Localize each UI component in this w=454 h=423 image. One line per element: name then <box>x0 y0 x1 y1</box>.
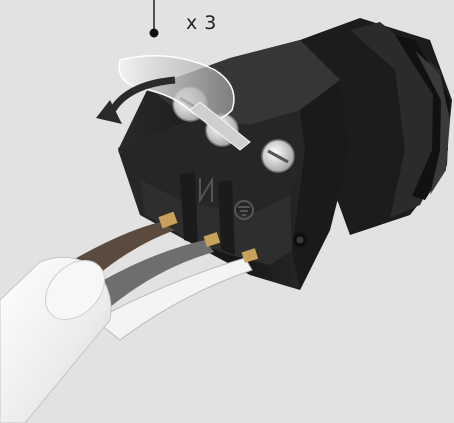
screwdriver <box>118 55 251 151</box>
stripped-conductors <box>158 211 259 263</box>
neutral-symbol-icon <box>199 176 213 204</box>
callout-pointer <box>149 0 159 38</box>
quantity-label: x 3 <box>186 12 217 34</box>
terminal-screw-icon <box>261 139 295 173</box>
wire-white <box>94 257 253 341</box>
ground-symbol-icon <box>234 200 254 220</box>
cable-sheath <box>0 256 112 423</box>
curved-arrow-icon <box>96 76 176 124</box>
connector-housing <box>118 18 452 290</box>
